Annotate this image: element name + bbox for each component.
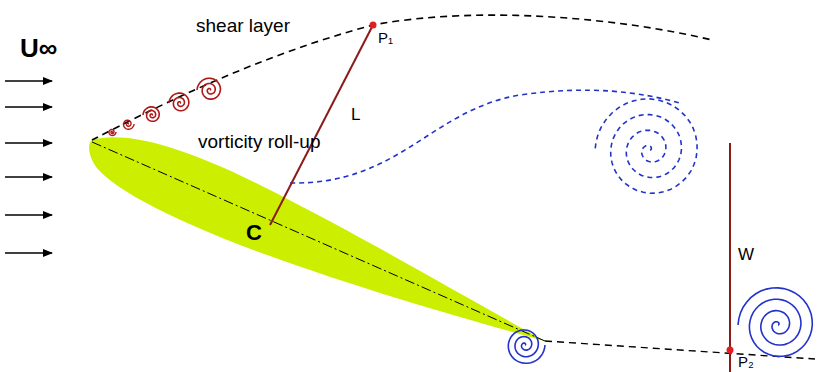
freestream-arrows	[5, 81, 52, 253]
vortex-spiral	[595, 99, 697, 193]
vortex-spirals	[109, 78, 812, 363]
vortex-spiral	[197, 78, 220, 99]
point-label: P₂	[738, 354, 754, 369]
region-label: shear layer	[196, 16, 290, 35]
airfoil	[89, 137, 545, 341]
dimension-label: W	[738, 246, 754, 263]
vortex-spiral	[738, 288, 812, 357]
dimension-label: L	[351, 106, 360, 123]
point-marker	[370, 22, 377, 29]
freestream-velocity: U∞	[20, 35, 57, 61]
chord-label: C	[246, 222, 262, 244]
wake-width-line	[729, 143, 731, 372]
vortex-spiral	[109, 130, 116, 136]
point-label: P₁	[378, 30, 393, 45]
vortex-spiral	[169, 93, 189, 111]
point-marker	[727, 347, 734, 354]
vortex-spiral	[124, 120, 135, 129]
chord-line	[92, 142, 545, 341]
vortex-spiral	[508, 330, 545, 363]
upper-shear-layer	[92, 15, 712, 140]
separated-streamline	[290, 90, 680, 183]
region-label: vorticity roll-up	[198, 132, 320, 151]
length-line	[270, 25, 373, 225]
vortex-spiral	[143, 107, 159, 121]
